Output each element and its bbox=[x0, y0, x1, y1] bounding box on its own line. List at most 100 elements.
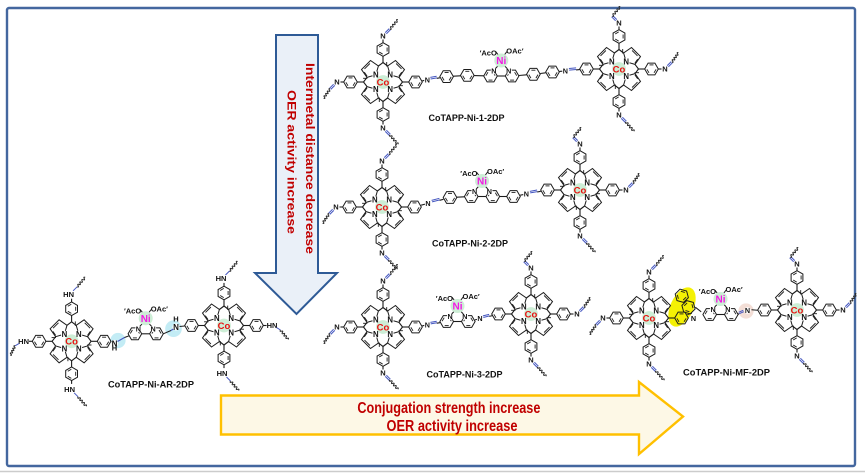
svg-text:N: N bbox=[228, 329, 234, 338]
svg-text:N: N bbox=[380, 277, 385, 286]
svg-text:N: N bbox=[574, 310, 579, 319]
svg-text:Ni: Ni bbox=[716, 295, 726, 306]
svg-text:N: N bbox=[623, 58, 629, 67]
svg-text:H: H bbox=[173, 315, 178, 324]
svg-text:N: N bbox=[609, 72, 615, 81]
svg-text:OAc′: OAc′ bbox=[506, 47, 523, 56]
svg-text:N: N bbox=[380, 369, 385, 378]
svg-text:N: N bbox=[462, 312, 467, 321]
svg-text:N: N bbox=[787, 299, 793, 308]
svg-text:N: N bbox=[173, 323, 179, 332]
svg-text:N: N bbox=[662, 65, 667, 74]
svg-text:Co: Co bbox=[613, 64, 626, 75]
svg-text:HN: HN bbox=[217, 369, 228, 378]
svg-text:N: N bbox=[372, 196, 378, 205]
svg-text:Co: Co bbox=[376, 202, 389, 213]
svg-text:N: N bbox=[584, 179, 590, 188]
svg-text:Co: Co bbox=[377, 77, 390, 88]
svg-text:N: N bbox=[725, 305, 730, 314]
svg-text:Co: Co bbox=[643, 313, 656, 324]
svg-text:N: N bbox=[491, 67, 496, 76]
svg-text:N: N bbox=[653, 321, 659, 330]
svg-text:N: N bbox=[646, 360, 651, 369]
svg-text:N: N bbox=[373, 316, 379, 325]
svg-text:N: N bbox=[62, 344, 68, 353]
svg-text:HN: HN bbox=[18, 337, 29, 346]
svg-text:Conjugation strength increase: Conjugation strength increase bbox=[357, 400, 540, 417]
svg-text:N: N bbox=[425, 199, 430, 208]
svg-text:N: N bbox=[62, 330, 68, 339]
svg-text:N: N bbox=[616, 19, 621, 28]
svg-text:N: N bbox=[387, 71, 393, 80]
svg-text:N: N bbox=[521, 317, 527, 326]
svg-text:N: N bbox=[535, 317, 541, 326]
svg-text:N: N bbox=[372, 210, 378, 219]
svg-text:N: N bbox=[334, 323, 339, 332]
svg-text:Co: Co bbox=[218, 321, 231, 332]
svg-text:N: N bbox=[639, 321, 645, 330]
svg-text:OAc′: OAc′ bbox=[151, 305, 168, 314]
svg-text:N: N bbox=[477, 314, 482, 323]
svg-text:N: N bbox=[379, 249, 384, 258]
svg-text:Ni: Ni bbox=[496, 56, 506, 67]
svg-text:Ni: Ni bbox=[141, 314, 151, 325]
svg-text:N: N bbox=[563, 67, 568, 76]
svg-text:N: N bbox=[487, 187, 492, 196]
svg-text:N: N bbox=[373, 85, 379, 94]
svg-text:N: N bbox=[584, 193, 590, 202]
svg-text:N: N bbox=[577, 232, 582, 241]
svg-text:Co: Co bbox=[377, 322, 390, 333]
svg-text:N: N bbox=[570, 193, 576, 202]
svg-text:N: N bbox=[794, 352, 799, 361]
svg-text:CoTAPP-Ni-AR-2DP: CoTAPP-Ni-AR-2DP bbox=[108, 380, 195, 391]
svg-text:N: N bbox=[577, 140, 582, 149]
svg-text:N: N bbox=[794, 260, 799, 269]
svg-text:N: N bbox=[710, 305, 715, 314]
svg-text:N: N bbox=[386, 210, 392, 219]
svg-text:N: N bbox=[76, 330, 82, 339]
svg-text:CoTAPP-Ni-2-2DP: CoTAPP-Ni-2-2DP bbox=[432, 239, 509, 250]
svg-text:N: N bbox=[506, 67, 511, 76]
svg-text:N: N bbox=[333, 203, 338, 212]
svg-text:′AcO: ′AcO bbox=[460, 169, 477, 178]
svg-text:OER activity increase: OER activity increase bbox=[285, 90, 299, 234]
svg-text:N: N bbox=[623, 72, 629, 81]
svg-text:N: N bbox=[528, 356, 533, 365]
svg-text:N: N bbox=[214, 314, 220, 323]
svg-text:N: N bbox=[380, 124, 385, 133]
svg-text:N: N bbox=[745, 306, 750, 315]
svg-text:N: N bbox=[425, 321, 430, 330]
svg-text:N: N bbox=[472, 187, 477, 196]
svg-text:N: N bbox=[787, 313, 793, 322]
svg-text:N: N bbox=[524, 190, 529, 199]
svg-text:OAc′: OAc′ bbox=[726, 285, 743, 294]
svg-text:N: N bbox=[76, 344, 82, 353]
svg-text:N: N bbox=[646, 268, 651, 277]
svg-text:N: N bbox=[653, 307, 659, 316]
svg-text:HN: HN bbox=[267, 321, 278, 330]
svg-text:N: N bbox=[528, 264, 533, 273]
svg-text:HN: HN bbox=[63, 290, 74, 299]
svg-text:N: N bbox=[535, 303, 541, 312]
svg-text:N: N bbox=[386, 196, 392, 205]
svg-text:′AcO: ′AcO bbox=[480, 49, 497, 58]
svg-text:N: N bbox=[691, 314, 696, 323]
svg-text:N: N bbox=[801, 299, 807, 308]
svg-text:N: N bbox=[447, 312, 452, 321]
svg-text:N: N bbox=[616, 111, 621, 120]
svg-text:N: N bbox=[379, 157, 384, 166]
svg-text:Ni: Ni bbox=[477, 177, 487, 188]
svg-text:CoTAPP-Ni-1-2DP: CoTAPP-Ni-1-2DP bbox=[429, 113, 506, 124]
svg-text:OAc′: OAc′ bbox=[463, 292, 480, 301]
svg-text:N: N bbox=[387, 330, 393, 339]
svg-text:′AcO: ′AcO bbox=[699, 287, 716, 296]
svg-text:′AcO: ′AcO bbox=[436, 294, 453, 303]
svg-text:N: N bbox=[214, 329, 220, 338]
svg-text:CoTAPP-Ni-3-2DP: CoTAPP-Ni-3-2DP bbox=[427, 370, 504, 381]
svg-text:N: N bbox=[639, 307, 645, 316]
svg-text:HN: HN bbox=[216, 274, 227, 283]
svg-text:N: N bbox=[600, 314, 605, 323]
svg-text:Co: Co bbox=[65, 337, 78, 348]
svg-text:Ni: Ni bbox=[453, 302, 463, 313]
svg-text:Intermetal distance decrease: Intermetal distance decrease bbox=[303, 63, 317, 254]
